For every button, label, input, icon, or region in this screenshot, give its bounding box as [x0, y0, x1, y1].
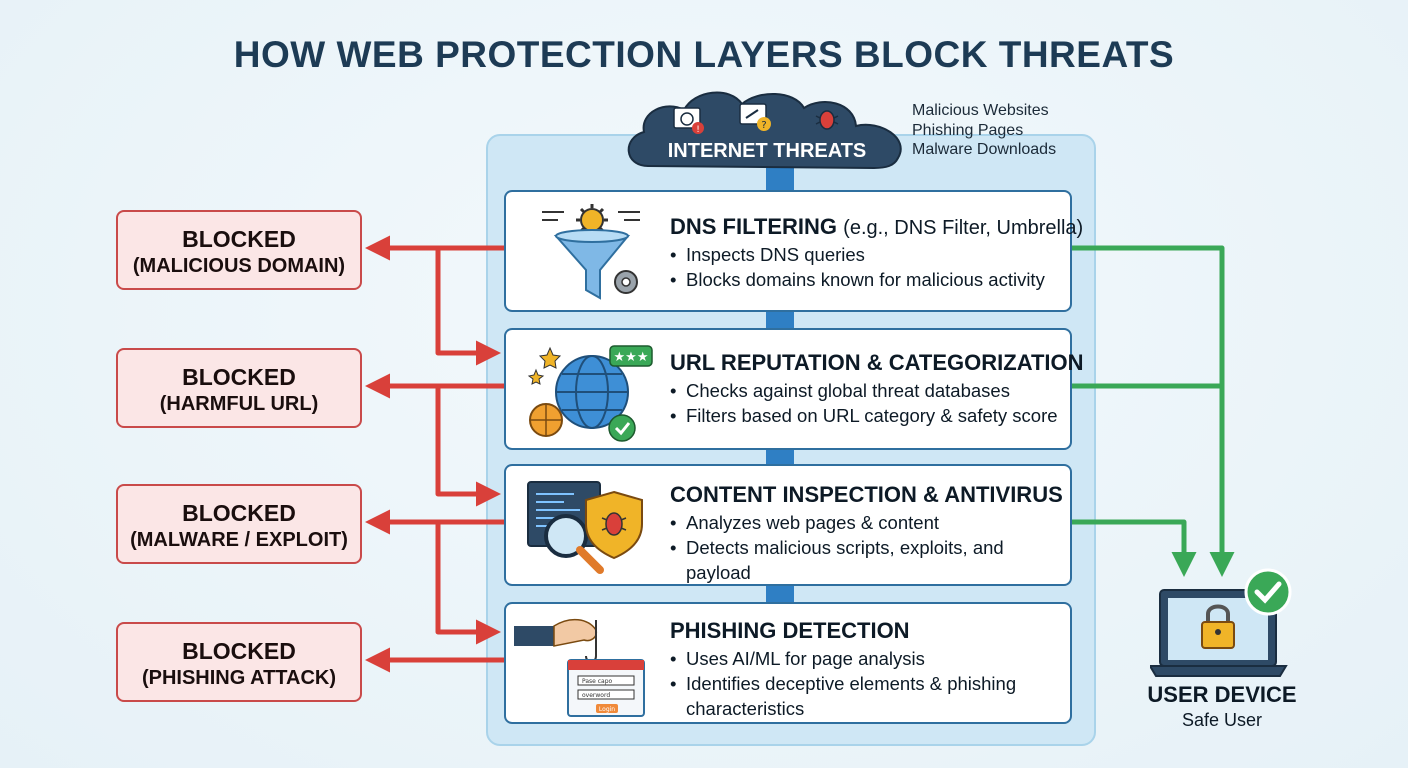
blocked-box-malware-exploit: BLOCKED (MALWARE / EXPLOIT) — [116, 484, 362, 564]
laptop-lock-icon — [1150, 568, 1292, 677]
layer-bullets: Checks against global threat databases F… — [670, 378, 1060, 428]
layer-bullets: Analyzes web pages & content Detects mal… — [670, 510, 1060, 585]
funnel-gear-icon — [542, 204, 640, 300]
layer-bullet: Uses AI/ML for page analysis — [670, 646, 1060, 671]
blocked-box-phishing-attack: BLOCKED (PHISHING ATTACK) — [116, 622, 362, 702]
bug-icon — [815, 110, 839, 130]
svg-text:?: ? — [761, 120, 766, 131]
globe-browser-icon: ! — [673, 107, 704, 135]
blocked-label: BLOCKED — [182, 364, 296, 390]
layer-bullet: Inspects DNS queries — [670, 242, 1060, 267]
blocked-box-malicious-domain: BLOCKED (MALICIOUS DOMAIN) — [116, 210, 362, 290]
phishing-hook-icon: Pase capo overword Login — [514, 618, 645, 717]
threat-item: Malicious Websites — [912, 102, 1049, 119]
blocked-label: BLOCKED — [182, 500, 296, 526]
layer-title: DNS FILTERING — [670, 214, 838, 239]
page-title: HOW WEB PROTECTION LAYERS BLOCK THREATS — [233, 34, 1175, 75]
layer-dns-filtering: DNS FILTERING (e.g., DNS Filter, Umbrell… — [504, 190, 1083, 312]
threat-item: Malware Downloads — [912, 141, 1057, 158]
layer-bullet: Detects malicious scripts, exploits, and… — [670, 535, 1060, 585]
cloud-icon: ! ? — [627, 91, 902, 170]
user-device-title: USER DEVICE — [1147, 682, 1297, 707]
layer-subtitle: (e.g., DNS Filter, Umbrella) — [843, 217, 1084, 239]
threat-item: Phishing Pages — [912, 121, 1024, 139]
blocked-reason: (MALWARE / EXPLOIT) — [130, 529, 348, 551]
internet-threats-label: INTERNET THREATS — [667, 140, 867, 162]
layer-bullets: Uses AI/ML for page analysis Identifies … — [670, 646, 1060, 721]
layer-bullet: Filters based on URL category & safety s… — [670, 403, 1060, 428]
globe-rating-icon: ★★★ — [527, 345, 653, 442]
layer-bullet: Checks against global threat databases — [670, 378, 1060, 403]
layer-url-reputation: ★★★ URL REPUTATION & CATEGORIZATION Chec… — [504, 328, 1084, 450]
user-device-subtitle: Safe User — [1181, 710, 1263, 730]
svg-text:!: ! — [696, 125, 700, 135]
layer-title: URL REPUTATION & CATEGORIZATION — [670, 350, 1084, 375]
layer-content-inspection: CONTENT INSPECTION & ANTIVIRUS Analyzes … — [504, 464, 1072, 586]
allow-arrow-dns — [1072, 245, 1235, 577]
svg-text:★★★: ★★★ — [614, 350, 649, 365]
layer-bullet: Analyzes web pages & content — [670, 510, 1060, 535]
pass-arrow-content — [435, 386, 501, 507]
blocked-box-harmful-url: BLOCKED (HARMFUL URL) — [116, 348, 362, 428]
layer-title: CONTENT INSPECTION & ANTIVIRUS — [670, 482, 1063, 507]
phishing-button-text: Login — [599, 706, 615, 713]
layer-title: PHISHING DETECTION — [670, 618, 910, 643]
link-browser-icon: ? — [739, 103, 771, 131]
layer-bullet: Identifies deceptive elements & phishing… — [670, 671, 1060, 721]
threat-list: Malicious Websites Phishing Pages Malwar… — [912, 101, 1056, 160]
phishing-field-text: overword — [582, 692, 610, 699]
blocked-reason: (PHISHING ATTACK) — [141, 667, 337, 689]
layer-phishing-detection: Pase capo overword Login PHISHING DETECT… — [504, 602, 1072, 724]
code-magnifier-shield-icon — [527, 481, 643, 574]
blocked-label: BLOCKED — [182, 226, 296, 252]
phishing-field-text: Pase capo — [582, 678, 613, 685]
layer-bullets: Inspects DNS queries Blocks domains know… — [670, 242, 1060, 292]
layer-bullet: Blocks domains known for malicious activ… — [670, 267, 1060, 292]
pass-arrow-url — [435, 248, 501, 366]
blocked-reason: (HARMFUL URL) — [159, 393, 319, 415]
blocked-reason: (MALICIOUS DOMAIN) — [132, 255, 346, 277]
allow-arrow-content — [1072, 519, 1197, 577]
blocked-label: BLOCKED — [182, 638, 296, 664]
pass-arrow-phishing — [435, 522, 501, 645]
